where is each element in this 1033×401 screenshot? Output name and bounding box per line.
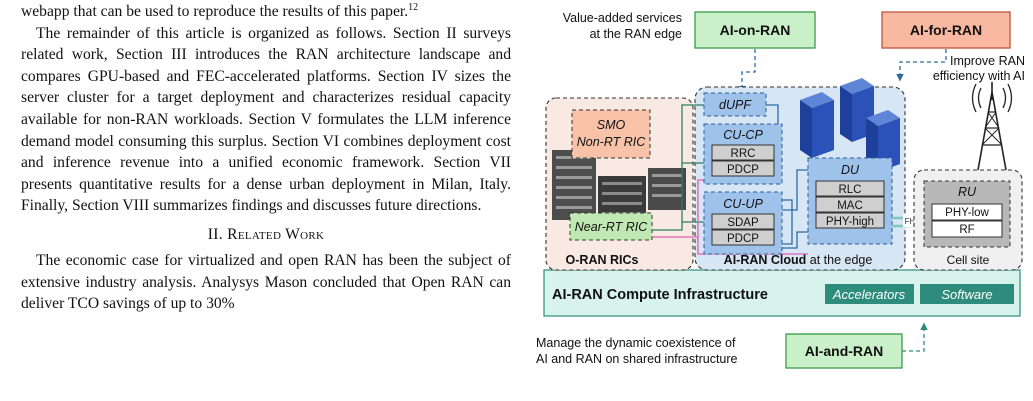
ai-and-ran-label: AI-and-RAN [805,343,884,359]
cu-up-pdcp-label: PDCP [727,233,759,245]
cell-tower-icon [971,82,1013,171]
paper-text-column: webapp that can be used to reproduce the… [21,0,511,401]
section-number: II. [207,225,223,243]
footnote-reference: 12 [408,1,419,13]
ai-and-ran-arrow [902,322,928,352]
near-rt-ric-box [569,212,653,241]
accelerators-label: Accelerators [832,287,906,302]
improve-label-line2: efficiency with AI [933,69,1025,83]
ru-rf-label: RF [959,224,974,236]
near-rt-ric-label: Near-RT RIC [575,220,648,234]
du-phy-high-label: PHY-high [826,216,874,228]
ai-ran-architecture-diagram: Value-added services at the RAN edge AI-… [532,0,1032,401]
software-box [920,284,1014,304]
du-rlc-label: RLC [838,184,861,196]
dupf-label: dUPF [719,98,752,112]
ai-ran-cloud-label: AI-RAN Cloud at the edge [724,253,873,267]
fronthaul-label: FH [905,217,916,226]
smo-label-line2: Non-RT RIC [577,135,647,149]
ric-to-dupf-line [652,104,704,231]
cu-cp-pdcp-box [711,160,775,177]
manage-label-line2: AI and RAN on shared infrastructure [536,352,738,366]
ai-on-ran-arrow [738,49,756,94]
du-rlc-box [815,180,885,197]
section-title: Related Work [227,225,325,243]
cu-cp-label: CU-CP [723,128,763,142]
diagram-canvas: Value-added services at the RAN edge AI-… [536,11,1025,369]
ai-and-ran-box [785,333,903,369]
cu-cp-rrc-box [711,144,775,161]
server-cluster-icon [800,78,900,172]
cu-up-sdap-label: SDAP [727,217,759,229]
cu-to-du-link [782,169,808,211]
ru-label: RU [958,185,977,199]
software-label: Software [941,287,992,302]
improve-label-line1: Improve RAN [950,54,1025,68]
cu-cp-rrc-label: RRC [731,148,756,160]
manage-label-line1: Manage the dynamic coexistence of [536,336,736,350]
intro-paragraph: The remainder of this article is organiz… [21,24,511,215]
value-added-label-line1: Value-added services [563,11,682,25]
ai-on-ran-label: AI-on-RAN [720,22,791,38]
dupf-box [703,92,767,117]
cu-up-sdap-box [711,213,775,230]
du-phy-high-box [815,212,885,229]
ai-ran-cloud-label-bold: AI-RAN Cloud [724,253,807,267]
du-mac-box [815,196,885,213]
ai-for-ran-box [881,11,1011,49]
smo-label-line1: SMO [597,118,626,132]
cu-cp-to-cu-up-link [779,199,793,245]
ai-for-ran-arrow [896,49,947,82]
ru-rf-box [931,220,1003,238]
ai-on-ran-box [694,11,816,49]
related-work-paragraph: The economic case for virtualized and op… [21,251,511,313]
cu-cp-pdcp-label: PDCP [727,164,759,176]
compute-infrastructure-label: AI-RAN Compute Infrastructure [552,287,768,303]
ai-for-ran-label: AI-for-RAN [910,22,982,38]
ru-phy-low-box [931,203,1003,221]
section-heading: II. Related Work [21,225,511,245]
du-label: DU [841,163,860,177]
cell-site-label: Cell site [947,253,990,267]
intro-line-text: webapp that can be used to reproduce the… [21,3,409,20]
cu-up-label: CU-UP [723,197,763,211]
ai-ran-cloud-label-rest: at the edge [806,253,872,267]
cu-up-to-du-link [782,231,808,249]
ru-phy-low-label: PHY-low [945,207,989,219]
du-mac-label: MAC [837,200,863,212]
accelerators-box [825,284,914,304]
cu-up-pdcp-box [711,229,775,246]
oran-rics-label: O-RAN RICs [566,253,639,267]
value-added-label-line2: at the RAN edge [590,27,682,41]
near-rt-ric-e2-line [652,179,708,238]
smo-box [571,109,651,159]
intro-line: webapp that can be used to reproduce the… [21,1,511,23]
